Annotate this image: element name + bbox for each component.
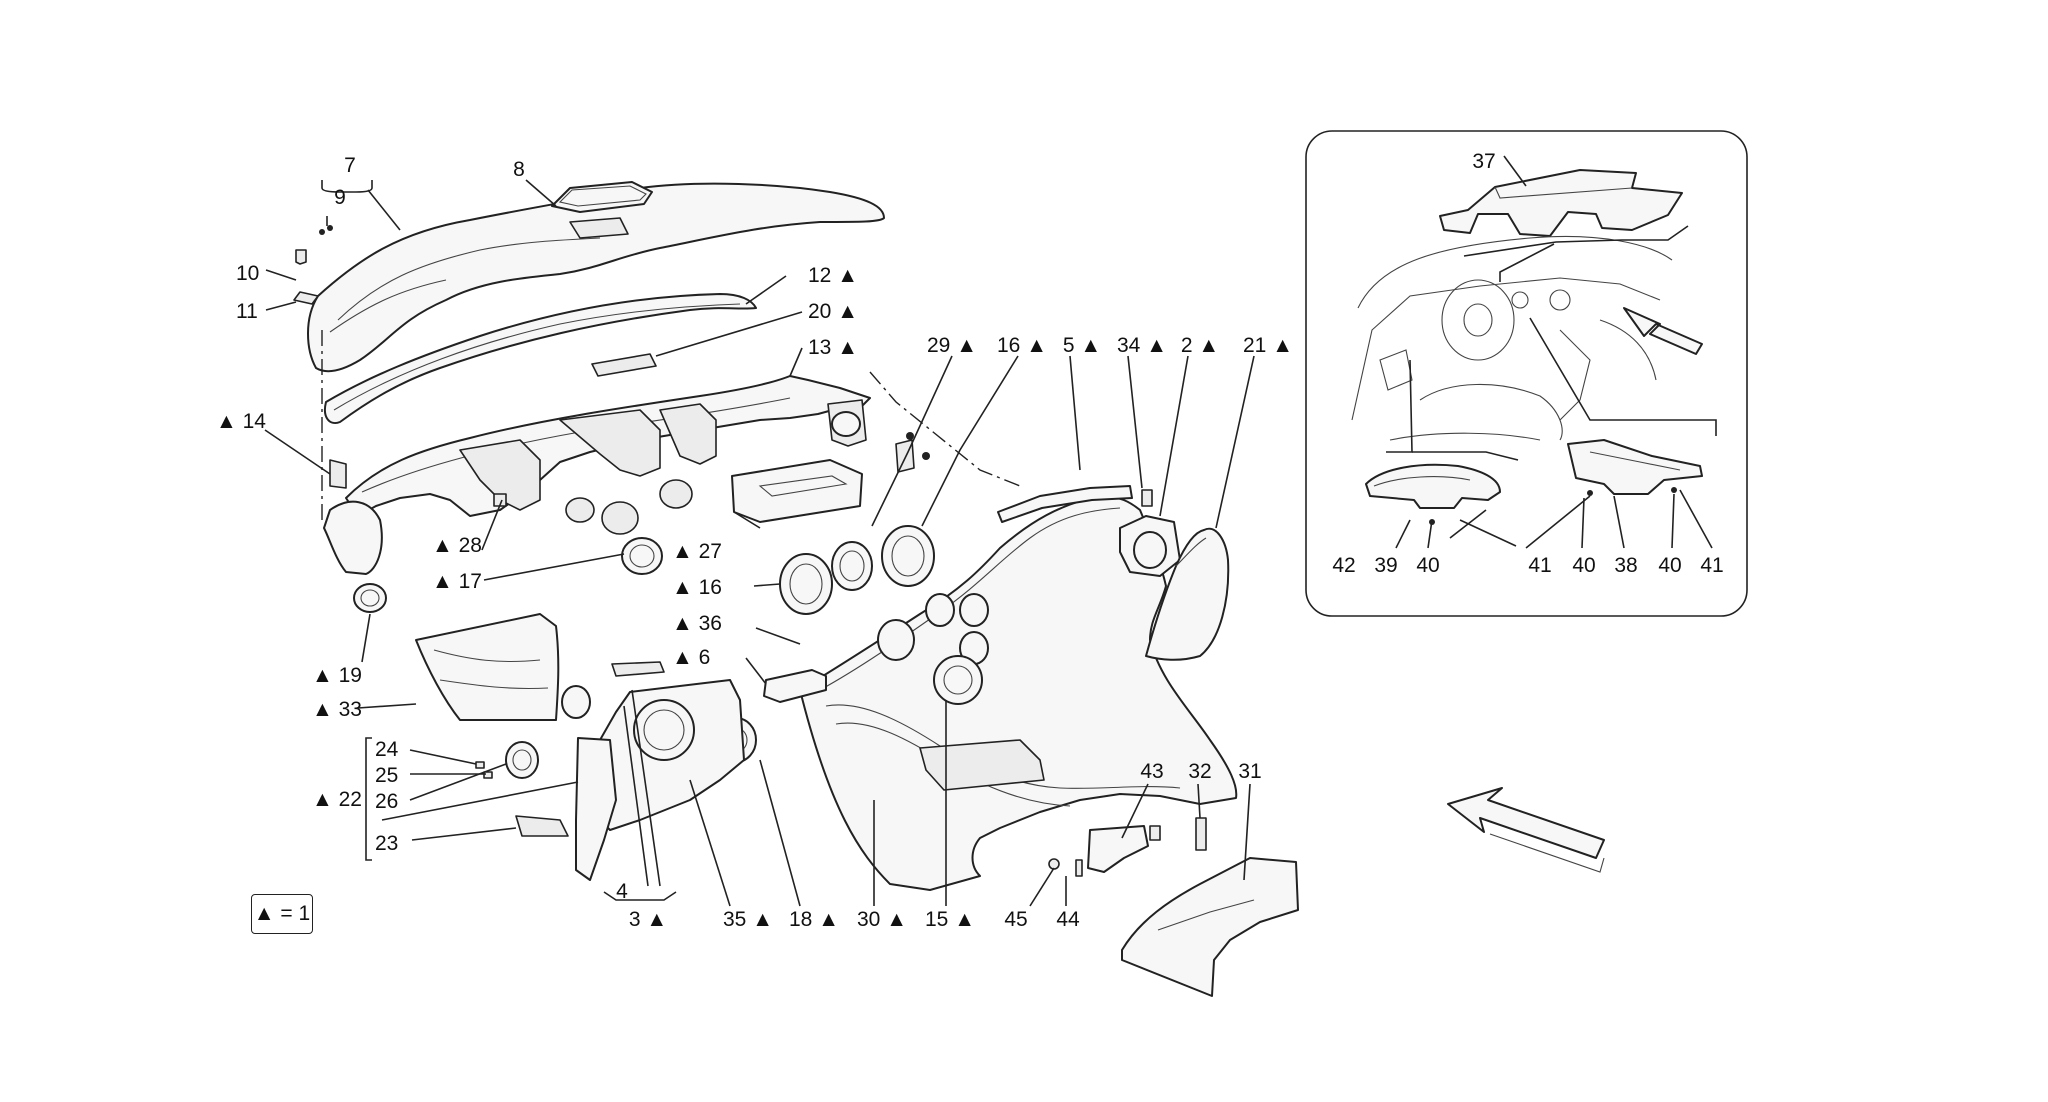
part-23-clip [515,815,569,837]
label-3: 3 ▲ [629,908,667,931]
label-36: ▲ 36 [672,612,722,635]
legend-key: ▲ = 1 [251,894,313,934]
inset-direction-arrow [1623,307,1703,355]
label-17: ▲ 17 [432,570,482,593]
inset-car-interior [1351,235,1673,441]
label-13: 13 ▲ [808,336,858,359]
label-20: 20 ▲ [808,300,858,323]
label-26: 26 [375,790,398,813]
label-12: 12 ▲ [808,264,858,287]
inset-label-40c: 40 [1658,554,1681,577]
label-7: 7 [344,154,356,177]
label-43: 43 [1140,760,1163,783]
label-27: ▲ 27 [672,540,722,563]
inset-label-40a: 40 [1416,554,1439,577]
part-30-dash-body [799,495,1238,891]
label-31: 31 [1238,760,1261,783]
part-31-panel [1121,857,1299,997]
label-15: 15 ▲ [925,908,975,931]
inset-label-40b: 40 [1572,554,1595,577]
part-14-side-duct [323,500,383,575]
label-19: ▲ 19 [312,664,362,687]
label-21: 21 ▲ [1243,334,1293,357]
part-15-knob [933,655,983,705]
label-18: 18 ▲ [789,908,839,931]
inset-part-39 [1365,463,1501,509]
label-35: 35 ▲ [723,908,773,931]
label-22: ▲ 22 [312,788,362,811]
part-5-trim-strip [997,485,1133,523]
label-8: 8 [513,158,525,181]
label-14: ▲ 14 [216,410,266,433]
label-6: ▲ 6 [672,646,710,669]
part-17-ring [621,537,663,575]
inset-part-38 [1567,439,1703,495]
label-25: 25 [375,764,398,787]
inset-label-41b: 41 [1700,554,1723,577]
label-4: 4 [616,880,628,903]
label-28: ▲ 28 [432,534,482,557]
part-22-bracket [575,737,617,881]
part-16-vent-right [881,525,935,587]
label-24: 24 [375,738,399,761]
part-29-vent [831,541,873,591]
label-16a: 16 ▲ [997,334,1047,357]
part-7-top-cover [307,182,885,373]
label-9: 9 [334,186,346,209]
label-44: 44 [1056,908,1080,931]
label-34: 34 ▲ [1117,334,1167,357]
part-20-vent [591,353,657,377]
part-6-trim [763,669,827,703]
label-30: 30 ▲ [857,908,907,931]
label-29: 29 ▲ [927,334,977,357]
label-33: ▲ 33 [312,698,362,721]
label-23: 23 [375,832,398,855]
part-24-ring [505,741,539,779]
label-11: 11 [236,300,258,323]
label-5: 5 ▲ [1063,334,1101,357]
inset-label-39: 39 [1374,554,1397,577]
part-13-ducts [459,439,541,511]
label-32: 32 [1188,760,1211,783]
part-16-vent-left [779,553,833,615]
direction-arrow [1447,787,1605,859]
inset-label-42: 42 [1332,554,1355,577]
part-12-strip [324,293,757,424]
part-43-bracket [1087,825,1149,873]
label-45: 45 [1004,908,1027,931]
part-19-ring [353,583,387,613]
inset-label-37: 37 [1472,150,1495,173]
part-27-glovebox [731,459,863,523]
part-33-cover [415,613,560,721]
inset-label-38: 38 [1614,554,1637,577]
label-2: 2 ▲ [1181,334,1219,357]
inset-label-41a: 41 [1528,554,1551,577]
label-16b: ▲ 16 [672,576,722,599]
label-10: 10 [236,262,259,285]
